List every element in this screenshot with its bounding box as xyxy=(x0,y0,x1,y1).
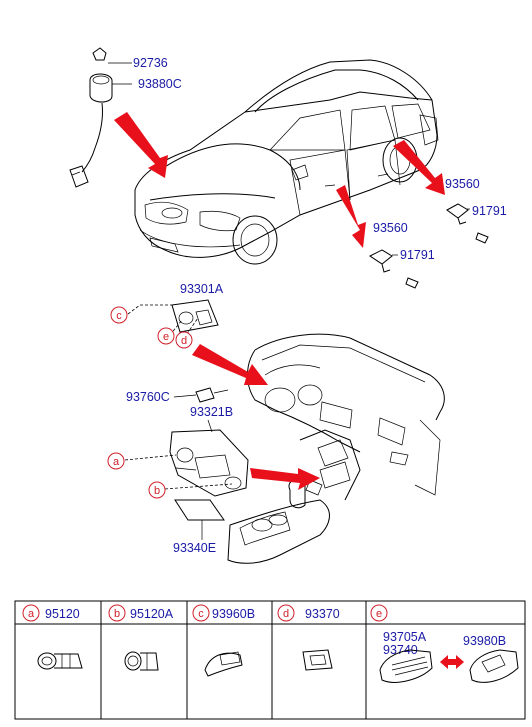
table-header-c-circle xyxy=(192,604,210,622)
pad-part-93340E xyxy=(174,499,225,521)
table-header-b-circle xyxy=(108,604,126,622)
cell-e-housing-left-icon xyxy=(379,649,433,683)
callout-b xyxy=(148,481,166,499)
callout-d-top xyxy=(175,331,193,349)
table-e-part-93980B: 93980B xyxy=(463,634,506,648)
table-header-e-circle xyxy=(370,604,388,622)
arrow-door-switch-right xyxy=(393,140,445,195)
label-93560-mid: 93560 xyxy=(373,221,408,235)
arrow-trunk-switch xyxy=(192,344,268,385)
leader-b xyxy=(164,483,233,490)
cell-c-bezel-icon xyxy=(204,651,243,677)
callout-d-top-letter: d xyxy=(181,335,187,347)
parts-table xyxy=(14,600,526,720)
table-header-d-circle xyxy=(277,604,295,622)
table-e-part-93705A: 93705A xyxy=(383,630,427,644)
label-92736: 92736 xyxy=(133,56,168,70)
callout-c-top xyxy=(110,306,128,324)
callout-a xyxy=(107,452,125,470)
label-93321B: 93321B xyxy=(190,405,233,419)
arrow-hood-switch xyxy=(114,112,168,178)
leader-c-top xyxy=(127,304,172,315)
table-header-b-part: 95120A xyxy=(130,607,174,621)
bulb-part-93760C xyxy=(195,387,229,403)
leader-93760C xyxy=(173,394,197,398)
cell-e-double-arrow-icon xyxy=(440,655,464,669)
arrow-center-panel xyxy=(250,468,320,490)
table-header-c-letter: c xyxy=(198,608,204,620)
table-border xyxy=(14,600,526,720)
callout-b-letter: b xyxy=(154,485,160,497)
table-header-a-circle xyxy=(22,604,40,622)
cell-d-switch-icon xyxy=(302,649,333,671)
dashboard-illustration xyxy=(227,333,445,564)
door-switch-right xyxy=(446,203,489,244)
label-93301A: 93301A xyxy=(180,282,224,296)
label-93760C: 93760C xyxy=(126,390,170,404)
table-header-b-letter: b xyxy=(114,608,120,620)
table-e-part-93740: 93740 xyxy=(383,643,418,657)
center-panel-part xyxy=(169,429,249,497)
table-header-d-letter: d xyxy=(283,608,289,620)
callout-c-top-letter: c xyxy=(116,310,122,322)
trunk-switch-panel-part xyxy=(171,299,219,333)
hood-switch-part xyxy=(69,47,113,188)
leader-a xyxy=(124,454,177,461)
leader-e-top xyxy=(169,319,183,336)
table-header-c-part: 93960B xyxy=(212,607,255,621)
arrow-door-switch-mid xyxy=(336,185,366,248)
label-91791-right: 91791 xyxy=(472,204,507,218)
cell-e-housing-right-icon xyxy=(469,649,519,683)
table-header-a-letter: a xyxy=(28,608,35,620)
table-header-a-part: 95120 xyxy=(45,607,80,621)
label-93560-right: 93560 xyxy=(445,177,480,191)
leader-d-top xyxy=(183,317,199,339)
callout-e-top-letter: e xyxy=(163,331,169,343)
table-header-d-part: 93370 xyxy=(305,607,340,621)
cell-b-socket-icon xyxy=(124,651,159,671)
label-93340E: 93340E xyxy=(173,541,216,555)
door-switch-mid xyxy=(369,249,419,289)
callout-e-top xyxy=(157,327,175,345)
label-91791-mid: 91791 xyxy=(400,248,435,262)
label-93880C: 93880C xyxy=(138,77,182,91)
callout-a-letter: a xyxy=(113,456,120,468)
table-header-e-letter: e xyxy=(376,608,382,620)
cell-a-lighter-icon xyxy=(37,652,83,670)
